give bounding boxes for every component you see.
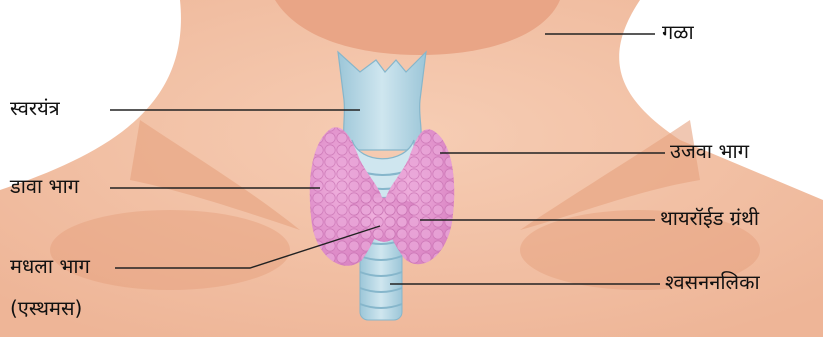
label-larynx: स्वरयंत्र <box>10 98 60 118</box>
label-left-lobe: डावा भाग <box>10 176 79 196</box>
label-isthmus-note: (एस्थमस) <box>10 298 82 318</box>
label-right-lobe: उजवा भाग <box>670 141 749 161</box>
clavicle-shadow-left <box>50 210 290 290</box>
label-isthmus: मधला भाग <box>10 256 90 276</box>
label-neck: गळा <box>662 22 694 42</box>
label-trachea: श्वसननलिका <box>665 272 760 292</box>
label-thyroid-gland: थायरॉईड ग्रंथी <box>660 208 759 228</box>
